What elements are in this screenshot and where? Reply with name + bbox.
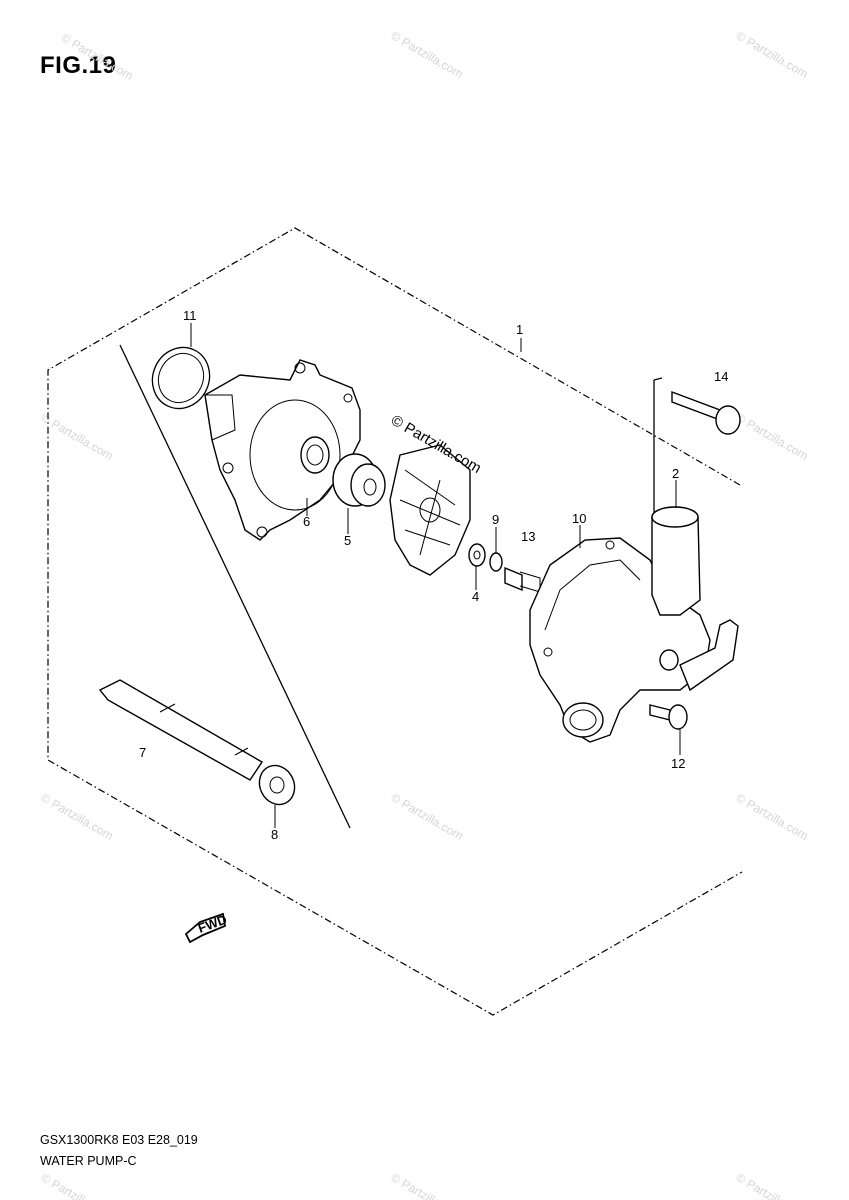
part-2-outlet-pipe	[651, 506, 701, 616]
part-14-bolt	[671, 390, 741, 435]
callout-12: 12	[671, 756, 685, 771]
watermark-text: © Partzilla.com	[389, 790, 466, 843]
model-code: GSX1300RK8 E03 E28_019	[40, 1133, 198, 1147]
callout-labels: 1 2 4 5 6 7 8 9 10 11 12 13 14	[139, 308, 728, 842]
watermark-text: © Partzilla.com	[734, 790, 811, 843]
callout-2: 2	[672, 466, 679, 481]
forward-direction-arrow: FWD	[184, 912, 229, 944]
part-9-gasket	[489, 552, 503, 572]
callout-1: 1	[516, 322, 523, 337]
callout-7: 7	[139, 745, 146, 760]
callout-6: 6	[303, 514, 310, 529]
part-7-shaft	[98, 679, 263, 781]
callout-10: 10	[572, 511, 586, 526]
figure-title: FIG.19	[40, 52, 117, 79]
watermark-text: © Partzilla.com	[734, 28, 811, 81]
callout-14: 14	[714, 369, 728, 384]
section-name: WATER PUMP-C	[40, 1154, 137, 1168]
part-5-mechanical-seal	[332, 453, 386, 507]
fwd-label: FWD	[196, 912, 229, 936]
part-11-o-ring	[151, 346, 211, 410]
part-13-bolt	[504, 566, 541, 593]
diagram-footer: GSX1300RK8 E03 E28_019 WATER PUMP-C	[40, 1130, 198, 1172]
watermark-text: © Partzilla.com	[734, 1170, 811, 1200]
watermark-text: © Partzilla.com	[59, 30, 136, 83]
callout-4: 4	[472, 589, 479, 604]
watermark-text: © Partzilla.com	[734, 410, 811, 463]
callout-5: 5	[344, 533, 351, 548]
callout-11: 11	[183, 308, 197, 323]
part-6-pump-cover	[204, 359, 361, 541]
callout-9: 9	[492, 512, 499, 527]
watermark-text: © Partzilla.com	[39, 790, 116, 843]
callout-13: 13	[521, 529, 535, 544]
watermark-text: © Partzilla.com	[39, 1170, 116, 1200]
part-10-pump-case	[529, 537, 739, 743]
callout-8: 8	[271, 827, 278, 842]
watermark-text: © Partzilla.com	[389, 28, 466, 81]
watermark-text: © Partzilla.com	[389, 1170, 466, 1200]
part-12-screw	[649, 704, 688, 730]
callout-leader-lines	[190, 323, 681, 828]
watermark-text: © Partzilla.com	[39, 410, 116, 463]
part-8-washer	[258, 764, 296, 806]
part-3-impeller	[389, 444, 471, 576]
part-4-washer	[468, 543, 486, 567]
